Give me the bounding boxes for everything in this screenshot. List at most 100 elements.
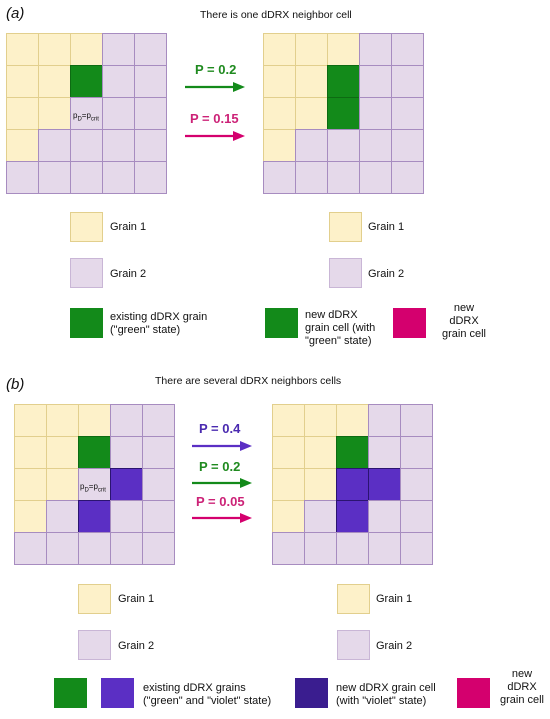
grid-cell-g1 bbox=[272, 468, 305, 501]
grid-cell-g2 bbox=[368, 436, 401, 469]
grid-cell-g2 bbox=[134, 97, 167, 130]
grid-cell-g2 bbox=[400, 436, 433, 469]
legend-swatch-existing-violet bbox=[101, 678, 134, 708]
grid-cell-green bbox=[327, 97, 360, 130]
grid-cell-g2 bbox=[38, 129, 71, 162]
panel-b-caption: There are several dDRX neighbors cells bbox=[155, 375, 342, 387]
transition-arrow-magenta bbox=[185, 130, 247, 142]
cell-grid bbox=[272, 404, 433, 565]
grid-cell-g2 bbox=[391, 33, 424, 66]
grid-cell-g2 bbox=[400, 500, 433, 533]
grid-cell-g2 bbox=[400, 468, 433, 501]
grid-cell-g2 bbox=[70, 161, 103, 194]
grid-cell-g2 bbox=[327, 129, 360, 162]
legend-swatch-existing-green bbox=[54, 678, 87, 708]
grid-cell-g2 bbox=[46, 532, 79, 565]
grid-cell-g1 bbox=[14, 436, 47, 469]
grid-cell-g1 bbox=[46, 404, 79, 437]
grid-cell-g1 bbox=[263, 97, 296, 130]
grid-cell-g1 bbox=[14, 468, 47, 501]
grid-cell-g2 bbox=[359, 97, 392, 130]
grid-cell-g2 bbox=[368, 404, 401, 437]
legend-swatch-grain2 bbox=[78, 630, 111, 660]
transition-arrow-green bbox=[185, 81, 247, 93]
legend-label-grain2: Grain 2 bbox=[368, 268, 405, 280]
grid-a-after bbox=[263, 33, 424, 194]
grid-cell-g2 bbox=[78, 532, 111, 565]
grid-cell-g2 bbox=[304, 532, 337, 565]
legend-swatch-grain1 bbox=[329, 212, 362, 242]
grid-a-before bbox=[6, 33, 167, 194]
grid-cell-g2 bbox=[327, 161, 360, 194]
grid-cell-g1 bbox=[327, 33, 360, 66]
grid-cell-g2 bbox=[70, 129, 103, 162]
legend-label-grain1: Grain 1 bbox=[376, 593, 413, 605]
grid-cell-g1 bbox=[295, 33, 328, 66]
legend-swatch-grain2 bbox=[70, 258, 103, 288]
probability-label: P = 0.2 bbox=[199, 459, 241, 474]
probability-label: P = 0.05 bbox=[196, 494, 245, 509]
grid-cell-g2 bbox=[368, 500, 401, 533]
grid-cell-g2 bbox=[295, 161, 328, 194]
grid-cell-g1 bbox=[14, 404, 47, 437]
grid-cell-g2 bbox=[336, 532, 369, 565]
grid-cell-g1 bbox=[336, 404, 369, 437]
grid-cell-g1 bbox=[295, 97, 328, 130]
cell-grid bbox=[263, 33, 424, 194]
legend-swatch-grain1 bbox=[337, 584, 370, 614]
legend-label-grain2: Grain 2 bbox=[110, 268, 147, 280]
grid-cell-g1 bbox=[6, 65, 39, 98]
grid-cell-g1 bbox=[263, 129, 296, 162]
grid-cell-g2 bbox=[359, 33, 392, 66]
grid-cell-g1 bbox=[304, 468, 337, 501]
grid-cell-violet bbox=[336, 500, 369, 533]
grid-cell-g2 bbox=[110, 436, 143, 469]
grid-cell-g1 bbox=[272, 500, 305, 533]
grid-cell-g1 bbox=[272, 436, 305, 469]
grid-cell-g2 bbox=[102, 129, 135, 162]
grid-cell-g1 bbox=[263, 65, 296, 98]
grid-cell-g1 bbox=[295, 65, 328, 98]
grid-cell-g1 bbox=[6, 33, 39, 66]
panel-a-label: (a) bbox=[6, 5, 25, 22]
grid-cell-g2 bbox=[102, 33, 135, 66]
legend-swatch-new-grain-magenta bbox=[393, 308, 426, 338]
grid-cell-violet bbox=[368, 468, 401, 501]
legend-swatch-grain1 bbox=[78, 584, 111, 614]
grid-cell-g2 bbox=[272, 532, 305, 565]
grid-cell-g2 bbox=[304, 500, 337, 533]
grid-cell-g2 bbox=[102, 161, 135, 194]
grid-cell-g1 bbox=[78, 404, 111, 437]
legend-label-grain2: Grain 2 bbox=[118, 640, 155, 652]
panel-a-caption: There is one dDRX neighbor cell bbox=[200, 9, 352, 21]
grid-cell-g1 bbox=[70, 33, 103, 66]
grid-cell-g1 bbox=[263, 33, 296, 66]
grid-cell-violet bbox=[336, 468, 369, 501]
probability-label: P = 0.2 bbox=[195, 62, 237, 77]
grid-cell-g1 bbox=[46, 468, 79, 501]
legend-swatch-new-cell-violet bbox=[295, 678, 328, 708]
grid-cell-g2 bbox=[46, 500, 79, 533]
grid-cell-g2 bbox=[78, 468, 111, 501]
legend-swatch-existing-green bbox=[70, 308, 103, 338]
probability-label: P = 0.15 bbox=[190, 111, 239, 126]
grid-cell-g1 bbox=[14, 500, 47, 533]
grid-cell-g2 bbox=[134, 33, 167, 66]
grid-cell-green bbox=[78, 436, 111, 469]
transition-arrow-green bbox=[192, 477, 254, 489]
grid-cell-g2 bbox=[142, 468, 175, 501]
grid-cell-g1 bbox=[38, 33, 71, 66]
legend-label-new-cell: new dDRX grain cell (with "green" state) bbox=[305, 309, 376, 347]
grid-cell-g2 bbox=[110, 500, 143, 533]
grid-cell-g2 bbox=[14, 532, 47, 565]
grid-cell-g1 bbox=[46, 436, 79, 469]
grid-cell-g2 bbox=[134, 161, 167, 194]
grid-cell-g1 bbox=[304, 404, 337, 437]
pd-label-a: pD=pcrit bbox=[73, 111, 99, 123]
legend-swatch-new-grain-magenta bbox=[457, 678, 490, 708]
probability-label: P = 0.4 bbox=[199, 421, 241, 436]
grid-cell-g2 bbox=[142, 436, 175, 469]
grid-cell-g2 bbox=[400, 404, 433, 437]
grid-cell-g2 bbox=[102, 97, 135, 130]
legend-label-new-grain: new dDRX grain cell bbox=[499, 668, 545, 706]
